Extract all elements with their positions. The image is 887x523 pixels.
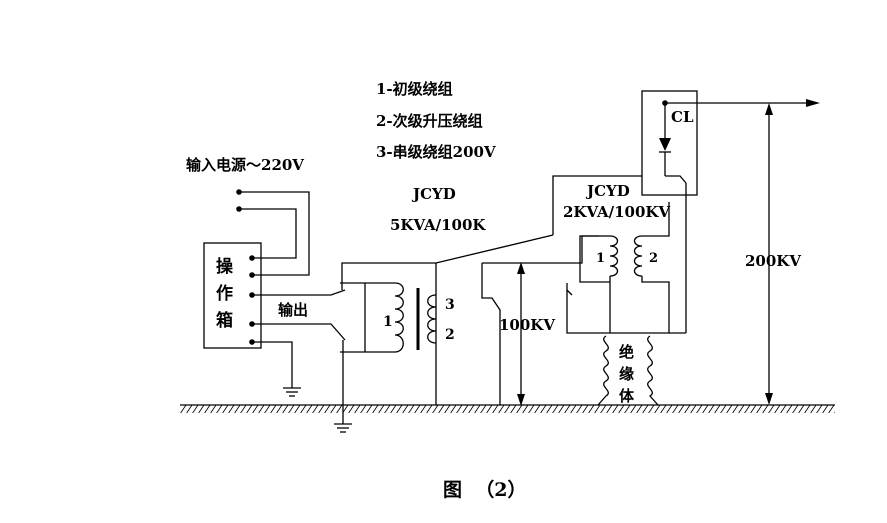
arrow-100kv	[517, 262, 525, 406]
transformer1-winding-2: 2	[445, 327, 455, 343]
transformer2-winding-2: 2	[649, 251, 658, 266]
transformer2-coils: 1 2	[579, 202, 670, 334]
input-power-label: 输入电源～220V	[186, 156, 304, 174]
operation-box-char-2: 作	[216, 283, 233, 304]
transformer1-winding-3: 3	[445, 297, 455, 313]
interstage-wires	[341, 175, 642, 405]
transformer1-winding-1: 1	[383, 314, 393, 330]
ground-bar	[180, 404, 835, 413]
cl-label: CL	[671, 108, 694, 126]
legend-item-2: 2-次级升压绕组	[376, 112, 483, 130]
insulator-char-2: 缘	[619, 365, 634, 383]
transformer1-secondary-coil: 3 2	[427, 263, 455, 405]
cl-unit: CL	[641, 90, 820, 334]
diode-symbol	[659, 138, 671, 151]
transformer2-winding-1: 1	[596, 251, 605, 266]
insulator: 绝 缘 体	[597, 335, 659, 406]
operation-box: 操 作 箱	[203, 242, 262, 349]
operation-box-char-3: 箱	[216, 310, 233, 331]
output-label: 输出	[278, 301, 308, 319]
operation-box-char-1: 操	[216, 256, 233, 277]
ground-symbol-bottom	[334, 423, 352, 433]
input-wires	[236, 189, 310, 345]
arrow-200kv	[765, 103, 773, 405]
legend-item-1: 1-初级绕组	[376, 80, 453, 98]
ground-symbol-left	[283, 387, 301, 397]
insulator-char-3: 体	[619, 387, 635, 405]
transformer1-model: JCYD	[411, 185, 456, 203]
voltage-100kv-label: 100KV	[499, 316, 555, 334]
transformer1-primary-coil: 1	[364, 282, 404, 353]
transformer2-model: JCYD	[585, 182, 630, 200]
output-arrow	[806, 99, 820, 107]
legend-item-3: 3-串级绕组200V	[376, 143, 496, 161]
output-wires	[252, 282, 365, 424]
figure-caption: 图 （2）	[443, 478, 526, 501]
voltage-200kv-label: 200KV	[745, 252, 801, 270]
transformer2-rating: 2KVA/100KV	[563, 203, 670, 221]
insulator-char-1: 绝	[619, 343, 634, 361]
transformer1-rating: 5KVA/100K	[390, 216, 486, 234]
